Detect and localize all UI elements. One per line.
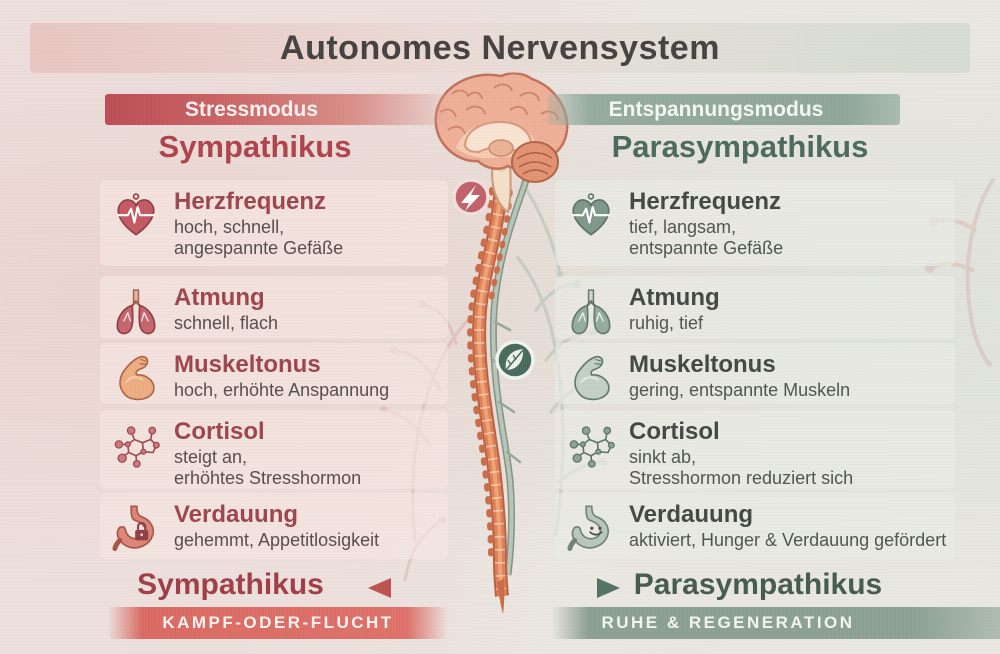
- parasympathikus-heading: Parasympathikus: [611, 129, 869, 164]
- item-desc: gehemmt, Appetitlosigkeit: [174, 530, 380, 550]
- footer-sympathikus-label: Sympathikus: [137, 568, 324, 601]
- item-title: Herzfrequenz: [174, 188, 327, 215]
- item-desc: tief, langsam, entspannte Gefäße: [629, 217, 784, 258]
- page-title: Autonomes Nervensystem: [280, 28, 720, 67]
- brain: [434, 72, 569, 183]
- relax-mode-label: Entspannungsmodus: [608, 97, 824, 121]
- list-item-heart-right: Herzfrequenz tief, langsam, entspannte G…: [555, 180, 955, 266]
- biceps-icon: [565, 353, 617, 405]
- heart-ecg-icon: [565, 190, 617, 242]
- stomach-smile-icon: [565, 503, 617, 555]
- item-title: Muskeltonus: [629, 351, 776, 378]
- list-item-digestion-right: Verdauung aktiviert, Hunger & Verdauung …: [555, 493, 955, 559]
- sympathikus-heading: Sympathikus: [158, 129, 352, 164]
- molecule-icon: [565, 420, 617, 472]
- item-desc: aktiviert, Hunger & Verdauung gefördert: [629, 530, 947, 550]
- item-desc: sinkt ab, Stresshormon reduziert sich: [629, 447, 854, 488]
- item-title: Muskeltonus: [174, 351, 321, 378]
- list-item-digestion-left: Verdauung gehemmt, Appetitlosigkeit: [100, 493, 448, 559]
- item-desc: steigt an, erhöhtes Stresshormon: [174, 447, 362, 488]
- spinal-cord: [467, 187, 513, 614]
- item-title: Cortisol: [629, 418, 720, 445]
- fight-or-flight-label: KAMPF-ODER-FLUCHT: [162, 613, 394, 632]
- lightning-icon: [452, 178, 490, 216]
- list-item-muscle-left: Muskeltonus hoch, erhöhte Anspannung: [100, 343, 448, 404]
- stress-mode-label: Stressmodus: [184, 97, 319, 121]
- item-title: Atmung: [174, 284, 265, 311]
- biceps-icon: [110, 353, 162, 405]
- rest-and-regeneration-label: RUHE & REGENERATION: [601, 613, 855, 632]
- item-desc: schnell, flach: [174, 313, 279, 333]
- stress-mode-band: Stressmodus: [105, 94, 450, 125]
- list-item-muscle-right: Muskeltonus gering, entspannte Muskeln: [555, 343, 955, 404]
- item-title: Herzfrequenz: [629, 188, 782, 215]
- item-title: Cortisol: [174, 418, 265, 445]
- footer-parasympathikus-label: Parasympathikus: [633, 568, 883, 601]
- list-item-cortisol-left: Cortisol steigt an, erhöhtes Stresshormo…: [100, 410, 448, 489]
- list-item-lungs-left: Atmung schnell, flach: [100, 276, 448, 339]
- stomach-lock-icon: [110, 503, 162, 555]
- item-title: Verdauung: [629, 501, 754, 528]
- heart-ecg-icon: [110, 190, 162, 242]
- item-title: Verdauung: [174, 501, 299, 528]
- item-title: Atmung: [629, 284, 720, 311]
- leaf-icon: [495, 340, 535, 380]
- molecule-icon: [110, 420, 162, 472]
- item-desc: hoch, schnell, angespannte Gefäße: [174, 217, 344, 258]
- fight-or-flight-banner: KAMPF-ODER-FLUCHT: [108, 607, 448, 639]
- rest-and-regeneration-banner: RUHE & REGENERATION: [552, 607, 1000, 639]
- lungs-icon: [565, 286, 617, 338]
- lungs-icon: [110, 286, 162, 338]
- item-desc: ruhig, tief: [629, 313, 704, 333]
- list-item-cortisol-right: Cortisol sinkt ab, Stresshormon reduzier…: [555, 410, 955, 489]
- relax-mode-band: Entspannungsmodus: [548, 94, 900, 125]
- title-band: Autonomes Nervensystem: [30, 23, 970, 73]
- item-desc: hoch, erhöhte Anspannung: [174, 380, 390, 400]
- list-item-lungs-right: Atmung ruhig, tief: [555, 276, 955, 339]
- bidirectional-arrow-icon: [366, 575, 622, 601]
- item-desc: gering, entspannte Muskeln: [629, 380, 851, 400]
- list-item-heart-left: Herzfrequenz hoch, schnell, angespannte …: [100, 180, 448, 266]
